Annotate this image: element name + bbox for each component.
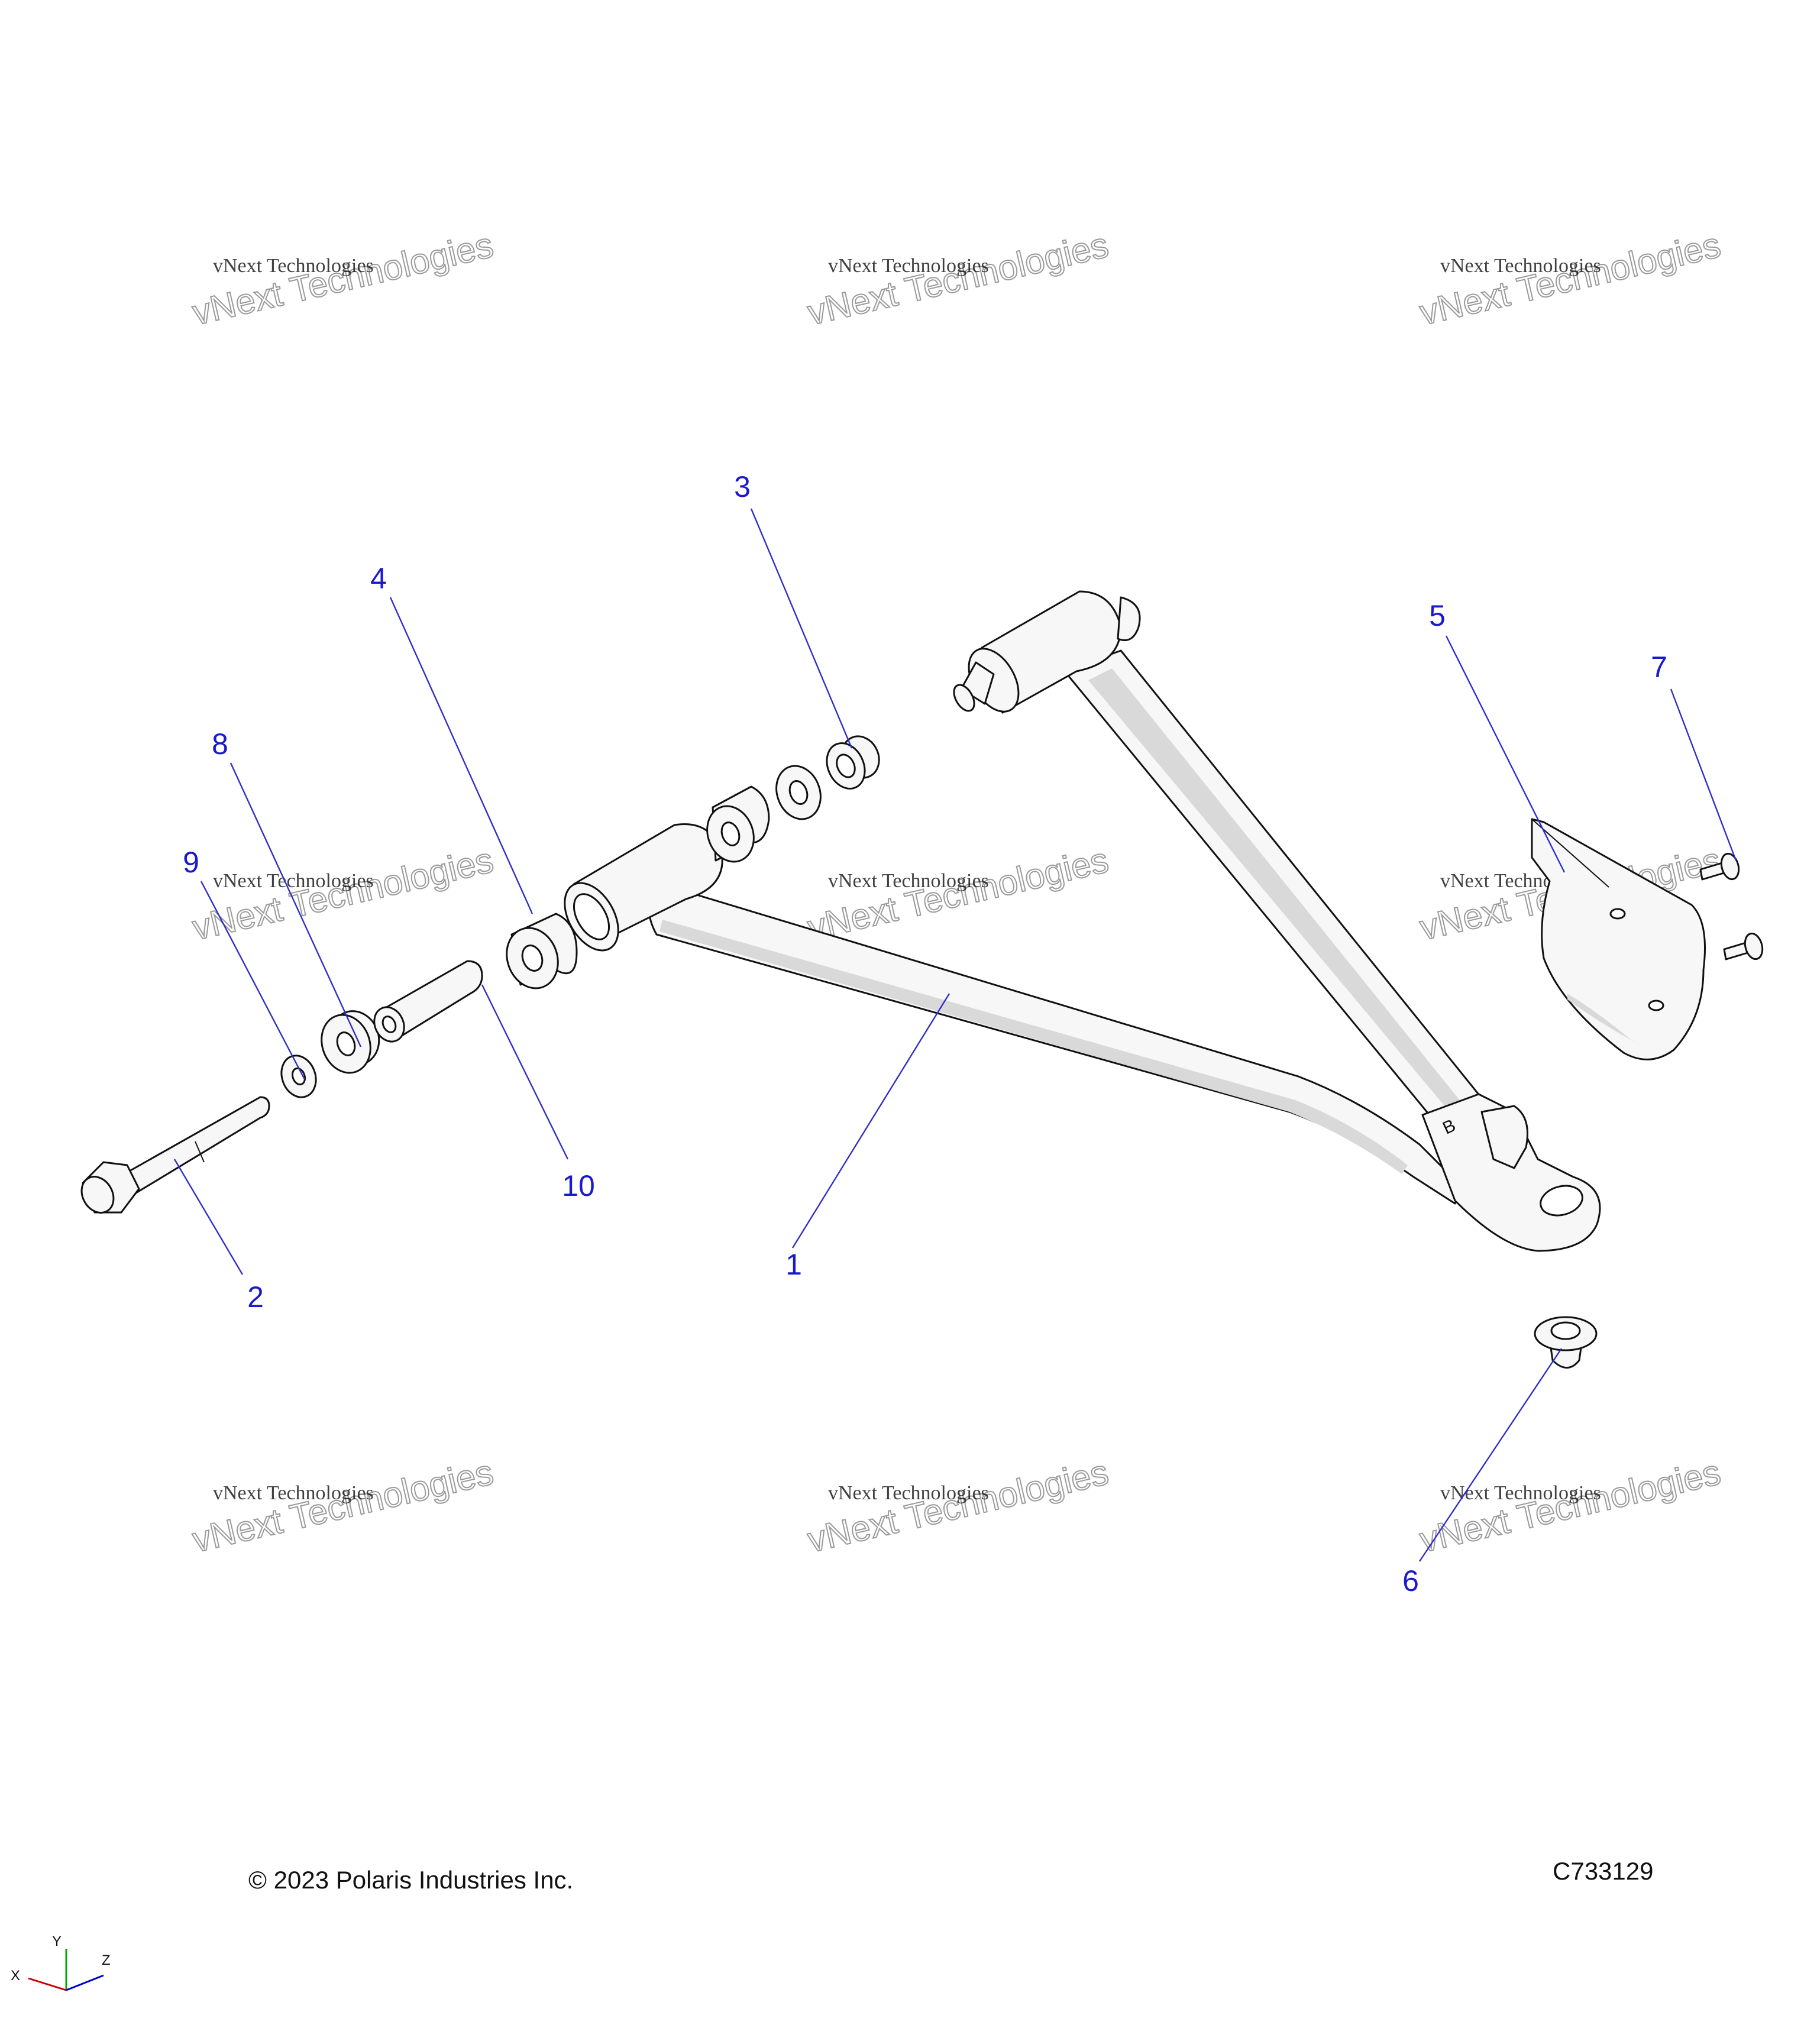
watermark-text-small: vNext Technologies	[828, 255, 989, 277]
front-pivot-bushings	[706, 765, 822, 863]
z-axis-line	[66, 1974, 104, 1991]
spacer-bore	[521, 945, 544, 972]
leader-line-2	[173, 1159, 244, 1275]
leader-line-7	[1670, 688, 1737, 861]
spacer-part[interactable]	[499, 913, 578, 995]
flange-nut-part[interactable]	[1534, 1316, 1598, 1369]
leader-line-5	[1445, 635, 1566, 873]
flange-nut-bore	[1550, 1321, 1581, 1340]
axis-triad-icon: Y X Z	[11, 1933, 111, 1991]
watermark: vNext Technologies vNext Technologies	[188, 1451, 497, 1560]
callout-3[interactable]: 3	[734, 470, 751, 503]
watermark-text-large: vNext Technologies	[804, 225, 1112, 332]
watermark: vNext Technologies vNext Technologies	[803, 1451, 1113, 1560]
watermark: vNext Technologies vNext Technologies	[188, 839, 497, 948]
flange-bushing-bore	[836, 753, 856, 778]
bracket-hole-top	[1609, 908, 1626, 920]
bolt-part[interactable]	[75, 1096, 270, 1218]
y-axis-label: Y	[52, 1933, 62, 1949]
watermark-text-large: vNext Technologies	[1416, 225, 1724, 332]
bushing-washer-bore	[788, 780, 809, 805]
x-axis-label: X	[11, 1968, 20, 1984]
callout-5[interactable]: 5	[1429, 599, 1446, 632]
leader-line-3	[750, 508, 853, 749]
watermark-text-large: vNext Technologies	[804, 840, 1112, 947]
callouts: 1 2 3 4 5 6 7 8 9 10	[173, 470, 1737, 1597]
watermark-text-small: vNext Technologies	[213, 255, 374, 277]
a-arm-upper-pivot-cap	[1117, 596, 1141, 641]
callout-7[interactable]: 7	[1651, 651, 1667, 684]
sleeve-part[interactable]	[369, 960, 483, 1046]
screw-head	[1744, 932, 1764, 960]
leader-line-4	[389, 597, 534, 914]
a-arm-rear-tube-shade	[1088, 668, 1479, 1133]
leader-line-6	[1419, 1348, 1562, 1562]
bracket-shade	[1567, 994, 1644, 1047]
a-arm-gusset	[1480, 1105, 1528, 1169]
bushing-sleeve-bore	[720, 822, 741, 846]
callout-10[interactable]: 10	[562, 1169, 595, 1202]
x-axis-line	[28, 1977, 67, 1991]
callout-6[interactable]: 6	[1402, 1564, 1419, 1597]
a-arm-part[interactable]: B	[554, 590, 1601, 1252]
diagram-number: C733129	[1553, 1857, 1653, 1885]
watermark: vNext Technologies vNext Technologies	[188, 224, 497, 333]
watermark-text-large: vNext Technologies	[189, 225, 497, 332]
z-axis-label: Z	[102, 1952, 111, 1968]
bracket-part[interactable]	[1531, 818, 1706, 1060]
bolt-thread-start	[195, 1141, 205, 1163]
watermark: vNext Technologies vNext Technologies	[803, 224, 1113, 333]
leader-line-1	[791, 993, 950, 1249]
watermark-text-large: vNext Technologies	[189, 1452, 497, 1560]
bushing-bore	[336, 1031, 356, 1056]
sleeve-body	[383, 960, 483, 1042]
watermarks: vNext Technologies vNext Technologies vN…	[188, 224, 1725, 1560]
watermark-text-large: vNext Technologies	[189, 840, 497, 947]
screws-part[interactable]	[1699, 852, 1765, 961]
a-arm-upper-stud-end	[953, 684, 975, 712]
watermark-text-small: vNext Technologies	[828, 870, 989, 892]
flange-bushing-part[interactable]	[820, 730, 885, 795]
bracket-hole-bottom	[1648, 1000, 1664, 1011]
watermark-text-small: vNext Technologies	[1440, 1482, 1601, 1504]
leader-line-10	[481, 984, 569, 1160]
callout-4[interactable]: 4	[370, 562, 387, 595]
callout-1[interactable]: 1	[785, 1248, 802, 1281]
a-arm-front-pivot-bore	[573, 893, 610, 940]
leader-line-9	[200, 881, 306, 1080]
watermark: vNext Technologies vNext Technologies	[1415, 1451, 1725, 1560]
watermark: vNext Technologies vNext Technologies	[803, 839, 1113, 948]
copyright-text: © 2023 Polaris Industries Inc.	[248, 1866, 573, 1894]
callout-9[interactable]: 9	[183, 846, 199, 879]
bushing-part[interactable]	[313, 1004, 386, 1080]
screw-head	[1720, 852, 1740, 881]
leader-line-8	[229, 762, 362, 1047]
watermark-text-large: vNext Technologies	[1416, 1452, 1724, 1560]
bolt-head-face	[80, 1176, 115, 1214]
callout-2[interactable]: 2	[247, 1280, 264, 1314]
watermark-text-small: vNext Technologies	[213, 870, 374, 892]
watermark-text-small: vNext Technologies	[828, 1482, 989, 1504]
a-arm-front-tube-shade	[659, 920, 1408, 1174]
bracket-edge	[1531, 819, 1609, 888]
sleeve-bore	[381, 1015, 397, 1033]
watermark-text-large: vNext Technologies	[804, 1452, 1112, 1560]
watermark: vNext Technologies vNext Technologies	[1415, 224, 1725, 333]
watermark-text-small: vNext Technologies	[1440, 255, 1601, 277]
a-arm-ball-joint-hole	[1540, 1185, 1583, 1217]
washer-bore	[291, 1067, 306, 1086]
watermark-text-small: vNext Technologies	[213, 1482, 374, 1504]
washer-part[interactable]	[276, 1051, 321, 1102]
callout-8[interactable]: 8	[212, 727, 228, 761]
